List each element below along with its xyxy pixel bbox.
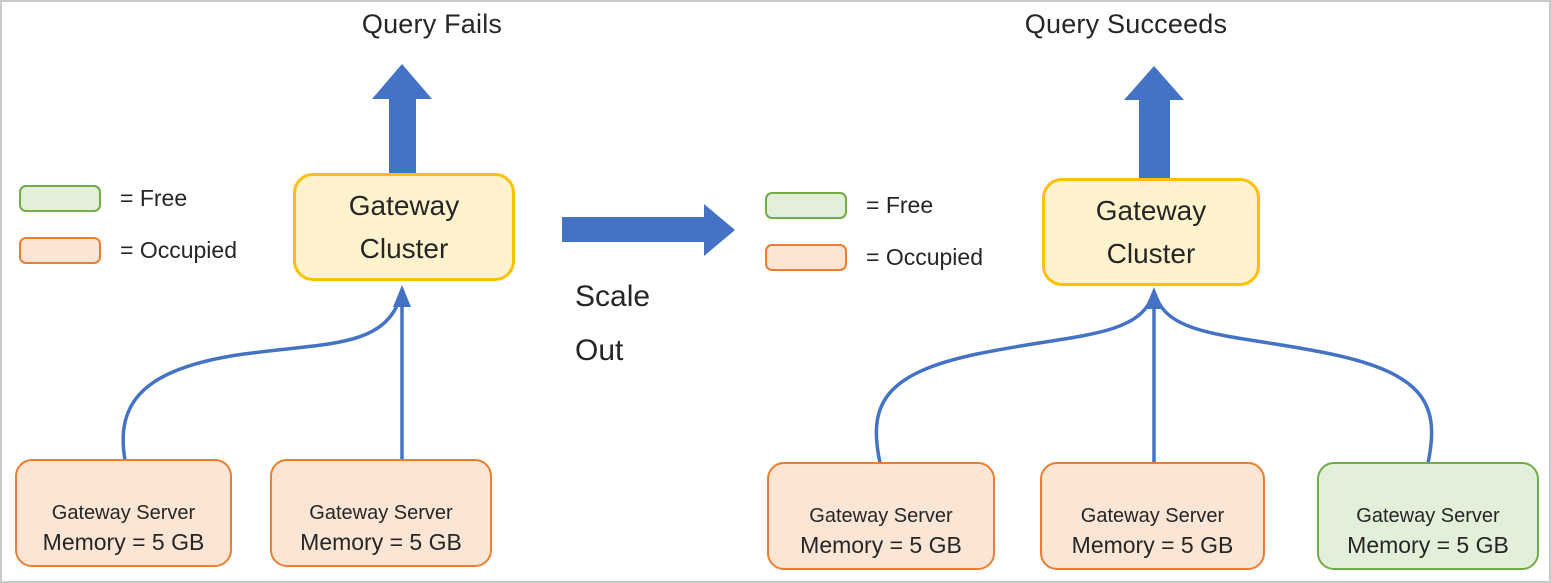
occupied-swatch-icon [19,237,101,264]
gateway-server-node: Gateway Server Memory = 5 GB [1317,462,1539,570]
legend-row-occupied: = Occupied [19,237,237,264]
connector-arrowhead-icon [393,285,411,307]
server-connector-curve [874,297,1153,465]
server-connector-curve [1155,297,1434,465]
occupied-label: = Occupied [866,244,983,270]
server-name: Gateway Server [309,502,453,524]
up-arrow-icon [1124,66,1184,179]
free-label: = Free [866,192,934,218]
scale-out-label: Scale Out [575,270,650,378]
cluster-label-line2: Cluster [1106,238,1196,269]
server-connector-curve [121,296,402,462]
server-memory: Memory = 5 GB [800,532,962,558]
legend: = Free = Occupied [765,192,983,271]
legend-row-free: = Free [765,192,983,219]
cluster-label-line1: Gateway [348,190,460,221]
occupied-swatch-icon [765,244,847,271]
server-name: Gateway Server [51,502,196,524]
scale-out-arrow-icon [562,204,735,256]
up-arrow-icon [372,64,432,174]
scale-out-label-line1: Scale [575,280,651,313]
server-memory: Memory = 5 GB [42,529,205,555]
occupied-label: = Occupied [120,237,237,263]
gateway-cluster-node: Gateway Cluster [1042,178,1260,286]
free-swatch-icon [19,185,101,212]
gateway-server-node: Gateway Server Memory = 5 GB [15,459,232,567]
legend-row-free: = Free [19,185,237,212]
server-name: Gateway Server [1356,505,1500,527]
cluster-label-line1: Gateway [1095,195,1207,226]
server-memory: Memory = 5 GB [1347,532,1509,558]
server-memory: Memory = 5 GB [300,529,462,555]
free-swatch-icon [765,192,847,219]
cluster-label-line2: Cluster [359,233,449,264]
server-memory: Memory = 5 GB [1071,532,1234,558]
gateway-server-node: Gateway Server Memory = 5 GB [767,462,995,570]
server-name: Gateway Server [1080,505,1225,527]
query-fails-label: Query Fails [361,9,503,39]
server-name: Gateway Server [809,505,953,527]
gateway-server-node: Gateway Server Memory = 5 GB [270,459,492,567]
legend-row-occupied: = Occupied [765,244,983,271]
gateway-server-node: Gateway Server Memory = 5 GB [1040,462,1265,570]
scale-out-label-line2: Out [575,334,624,367]
free-label: = Free [120,185,188,211]
gateway-cluster-node: Gateway Cluster [293,173,515,281]
legend: = Free = Occupied [19,185,237,264]
connector-arrowhead-icon [1145,287,1163,309]
query-succeeds-label: Query Succeeds [1024,9,1228,39]
